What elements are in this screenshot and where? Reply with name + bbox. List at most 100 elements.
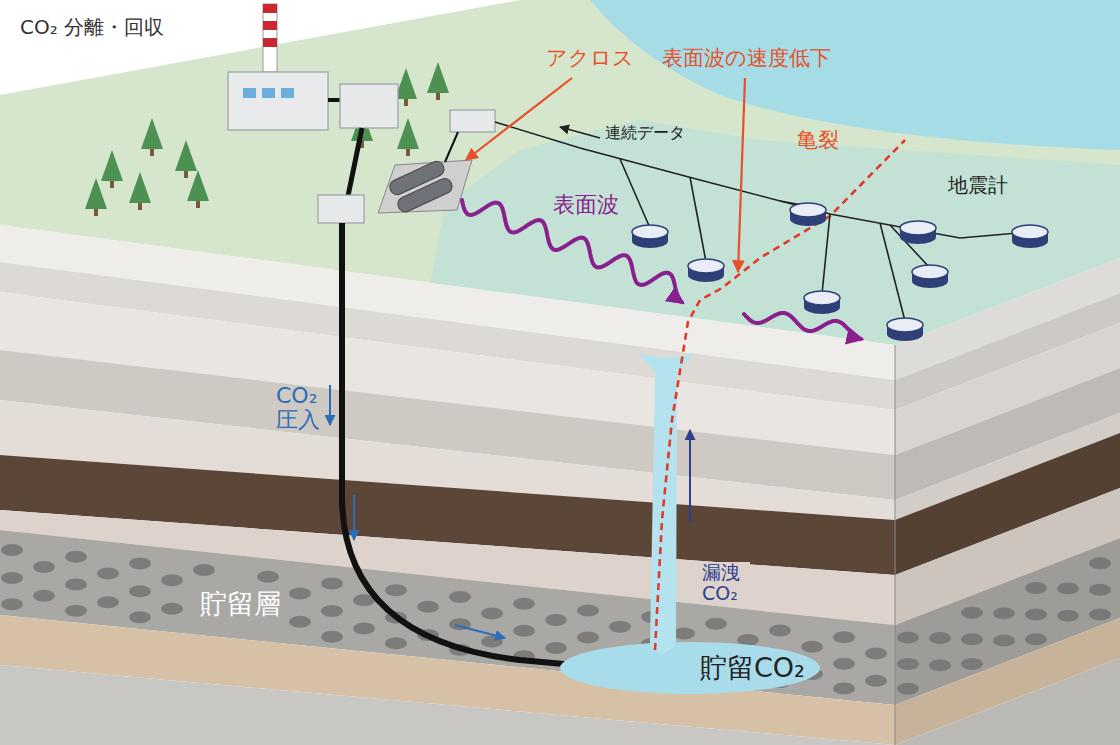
pebble [1089, 609, 1111, 621]
seismometer [804, 291, 840, 314]
tree-trunk [404, 98, 408, 106]
callout-label: 表面波の速度低下 [662, 46, 831, 70]
device-label: 地震計 [948, 174, 1008, 197]
tree [175, 140, 197, 171]
data-label: 連続データ [605, 124, 685, 142]
seismometer [887, 318, 923, 341]
seismometer [1012, 225, 1048, 248]
storage-label: 貯留CO₂ [700, 652, 805, 683]
flow-label: CO₂ 圧入 [276, 384, 324, 432]
pebble [673, 628, 695, 640]
pebble [321, 631, 343, 643]
factory [228, 72, 328, 130]
pebble [129, 611, 151, 623]
tree [129, 172, 151, 203]
pebble [417, 601, 439, 613]
stored-co2 [560, 353, 820, 694]
flow-arrows [689, 430, 691, 522]
pebble [289, 616, 311, 628]
pebble [513, 625, 535, 637]
stratum-side [895, 658, 1120, 745]
facility-label: CO₂ 分離・回収 [20, 16, 164, 39]
cable-network [495, 122, 1030, 238]
pebble [897, 658, 919, 670]
callout-arrows [738, 78, 745, 272]
tree-trunk [196, 200, 200, 208]
seismometer [632, 225, 668, 248]
pebble [321, 578, 343, 590]
factory [263, 21, 277, 30]
pebble [865, 675, 887, 687]
seismometer-top [1012, 225, 1048, 239]
pebble [897, 683, 919, 695]
pebble [129, 585, 151, 597]
pebble [65, 579, 87, 591]
across-source [450, 110, 495, 132]
pebble [65, 551, 87, 563]
tree-trunk [110, 180, 114, 188]
across-source [378, 110, 495, 214]
tree [427, 62, 449, 93]
pebble [577, 631, 599, 643]
tree [187, 170, 209, 201]
pebble [961, 658, 983, 670]
stored-co2 [638, 353, 694, 655]
callout-arrows [466, 78, 745, 272]
pebble [993, 607, 1015, 619]
seismometer [900, 221, 936, 244]
pebble [321, 605, 343, 617]
surface-wave-line [744, 313, 861, 339]
flow-arrows [330, 385, 690, 638]
injection-well [342, 223, 695, 676]
pebble [353, 622, 375, 634]
stored-co2 [560, 642, 820, 694]
across-source [445, 132, 458, 162]
callout-label: アクロス [546, 46, 634, 70]
pebble [449, 591, 471, 603]
seismometer [688, 259, 724, 282]
cable-network [495, 122, 1030, 321]
pebble [865, 647, 887, 659]
tree-trunk [184, 170, 188, 178]
gravel-pebbles [1, 544, 1111, 695]
tree [141, 118, 163, 149]
pebble [1025, 609, 1047, 621]
factory [228, 4, 398, 196]
pebble [65, 605, 87, 617]
layer-label: 貯留層 [200, 588, 281, 619]
ground-surface [590, 0, 1120, 150]
pebble [1089, 557, 1111, 569]
pebble [545, 614, 567, 626]
factory [263, 4, 277, 13]
stratum-shade [895, 658, 1120, 745]
tree-trunk [150, 148, 154, 156]
across-source [387, 159, 454, 214]
pebble [961, 607, 983, 619]
pebble [97, 568, 119, 580]
pebble [801, 641, 823, 653]
pebble [577, 604, 599, 616]
callout-label: 亀裂 [797, 128, 839, 152]
pebble [513, 598, 535, 610]
pebble [97, 596, 119, 608]
block-edge [895, 345, 896, 745]
crack-line [655, 140, 905, 650]
tree [85, 178, 107, 209]
injection-well [318, 195, 695, 676]
pebble [1025, 633, 1047, 645]
tree-trunk [94, 208, 98, 216]
seismometer-group [632, 203, 1048, 341]
tree-trunk [406, 148, 410, 156]
pebble [33, 561, 55, 573]
factory [263, 38, 277, 47]
across-source [395, 176, 454, 214]
pebble [289, 588, 311, 600]
wave-label: 表面波 [553, 192, 619, 217]
pebble [33, 590, 55, 602]
pebble [1057, 610, 1079, 622]
data-arrow [560, 127, 600, 138]
flow-label: 漏洩 CO₂ [700, 562, 750, 604]
pebble [385, 637, 407, 649]
flow-arrows [353, 495, 355, 540]
